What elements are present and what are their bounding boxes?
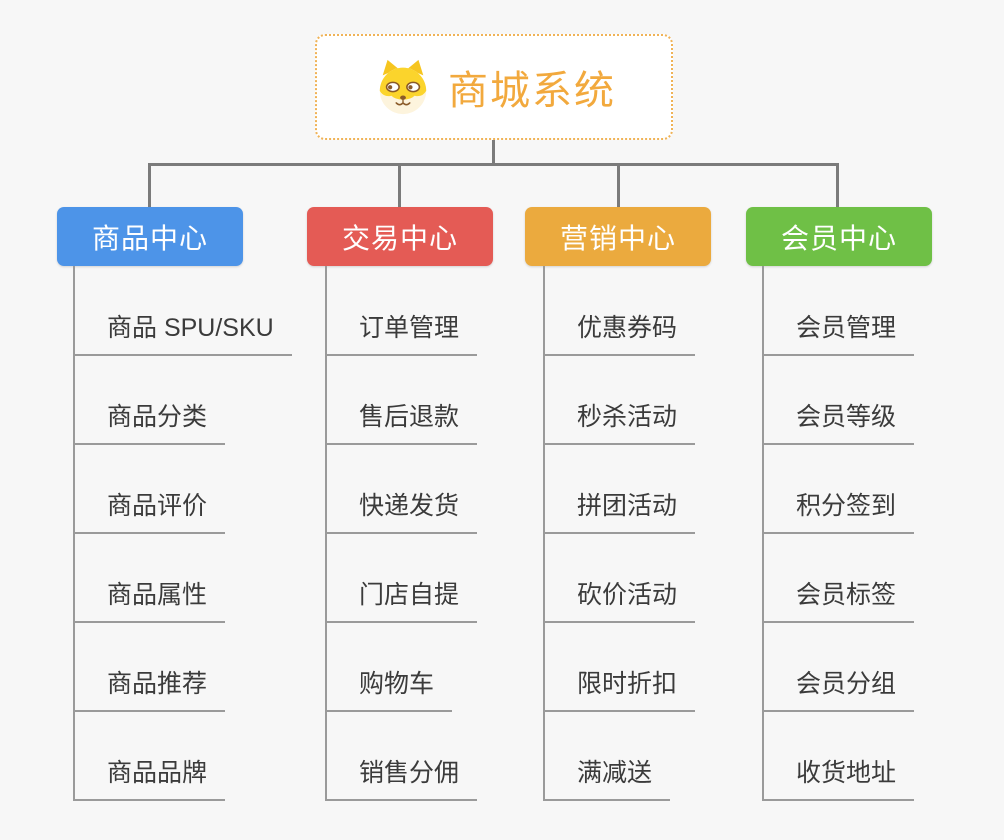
root-title: 商城系统 — [448, 69, 616, 113]
leaf-item[interactable]: 订单管理 — [325, 311, 478, 356]
leaf-item[interactable]: 限时折扣 — [543, 667, 696, 712]
leaf-item[interactable]: 秒杀活动 — [543, 400, 696, 445]
branch-node-product-center[interactable]: 商品中心 — [57, 207, 243, 266]
leaf-item[interactable]: 会员等级 — [762, 400, 915, 445]
leaf-item[interactable]: 购物车 — [325, 667, 453, 712]
branch-connector-line — [836, 163, 839, 208]
leaf-item[interactable]: 售后退款 — [325, 400, 478, 445]
leaf-item[interactable]: 门店自提 — [325, 578, 478, 623]
leaf-item[interactable]: 会员标签 — [762, 578, 915, 623]
root-node[interactable]: 商城系统 — [315, 34, 673, 140]
branch-label: 商品中心 — [91, 222, 208, 254]
leaf-item[interactable]: 快递发货 — [325, 489, 478, 534]
leaf-item[interactable]: 商品属性 — [73, 578, 226, 623]
leaf-item[interactable]: 满减送 — [543, 756, 671, 801]
leaf-item[interactable]: 收货地址 — [762, 756, 915, 801]
leaf-item[interactable]: 商品品牌 — [73, 756, 226, 801]
leaf-item[interactable]: 商品推荐 — [73, 667, 226, 712]
branch-connector-line — [398, 163, 401, 208]
branch-connector-line — [617, 163, 620, 208]
main-horizontal-connector — [148, 163, 839, 166]
branch-label: 交易中心 — [341, 222, 458, 254]
branch-node-marketing-center[interactable]: 营销中心 — [525, 207, 711, 266]
leaf-item[interactable]: 销售分佣 — [325, 756, 478, 801]
leaf-item[interactable]: 商品分类 — [73, 400, 226, 445]
leaf-item[interactable]: 商品 SPU/SKU — [73, 311, 292, 356]
branch-label: 营销中心 — [559, 222, 676, 254]
branch-node-trade-center[interactable]: 交易中心 — [307, 207, 493, 266]
shiba-dog-icon — [372, 58, 434, 116]
leaf-item[interactable]: 优惠券码 — [543, 311, 696, 356]
leaf-item[interactable]: 积分签到 — [762, 489, 915, 534]
leaf-column-member-center: 会员管理 会员等级 积分签到 会员标签 会员分组 收货地址 — [762, 266, 1004, 811]
leaf-item[interactable]: 砍价活动 — [543, 578, 696, 623]
leaf-item[interactable]: 商品评价 — [73, 489, 226, 534]
branch-node-member-center[interactable]: 会员中心 — [746, 207, 932, 266]
leaf-item[interactable]: 会员分组 — [762, 667, 915, 712]
leaf-column-trade-center: 订单管理 售后退款 快递发货 门店自提 购物车 销售分佣 — [325, 266, 585, 811]
leaf-item[interactable]: 会员管理 — [762, 311, 915, 356]
leaf-column-marketing-center: 优惠券码 秒杀活动 拼团活动 砍价活动 限时折扣 满减送 — [543, 266, 803, 811]
branch-connector-line — [148, 163, 151, 208]
root-connector-line — [492, 140, 495, 164]
branch-label: 会员中心 — [780, 222, 897, 254]
leaf-column-product-center: 商品 SPU/SKU 商品分类 商品评价 商品属性 商品推荐 商品品牌 — [73, 266, 333, 811]
leaf-item[interactable]: 拼团活动 — [543, 489, 696, 534]
